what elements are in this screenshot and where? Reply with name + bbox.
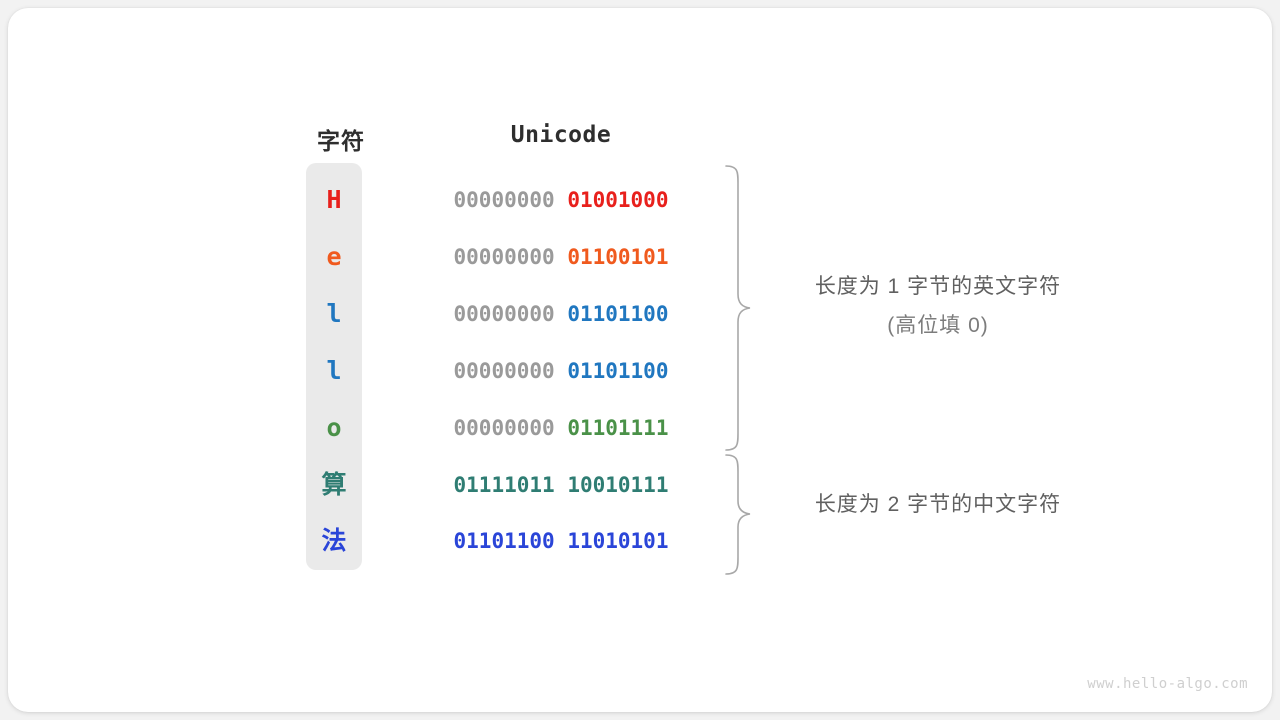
row-low-byte: 01001000 (567, 188, 669, 212)
annotation-one-byte-sub: (高位填 0) (887, 314, 989, 337)
row-unicode-bits: 01111011010010111 (432, 465, 690, 505)
annotation-one-byte: 长度为 1 字节的英文字符 (高位填 0) (768, 270, 1108, 339)
row-character: l (326, 355, 342, 385)
character-row: l00000000001101100 (306, 351, 726, 391)
character-row: e00000000001100101 (306, 237, 726, 277)
row-character: H (326, 185, 342, 214)
byte-separator: 0 (555, 529, 568, 553)
row-unicode-bits: 00000000001001000 (432, 180, 690, 220)
row-character: 算 (321, 470, 347, 499)
character-row: H00000000001001000 (306, 180, 726, 220)
brace-one-byte-icon (725, 165, 751, 451)
annotation-one-byte-main: 长度为 1 字节的英文字符 (814, 275, 1062, 298)
row-high-byte: 01101100 (453, 529, 555, 554)
character-row: 算 01111011010010111 (306, 465, 726, 505)
row-low-byte: 01101100 (567, 358, 669, 383)
diagram-stage: 字符 Unicode H00000000001001000e0000000000… (8, 8, 1272, 712)
annotation-two-byte: 长度为 2 字节的中文字符 (768, 488, 1108, 518)
row-high-byte: 00000000 (453, 188, 555, 212)
row-unicode-bits: 00000000001101100 (432, 294, 690, 334)
row-character: l (326, 298, 342, 328)
row-low-byte: 01101100 (567, 301, 669, 326)
annotation-two-byte-main: 长度为 2 字节的中文字符 (814, 493, 1062, 516)
column-header-unicode: Unicode (510, 122, 612, 148)
row-high-byte: 00000000 (453, 301, 555, 326)
row-unicode-bits: 00000000001100101 (432, 237, 690, 277)
byte-separator: 0 (555, 473, 568, 497)
byte-separator: 0 (555, 302, 568, 326)
row-low-byte: 01101111 (567, 415, 669, 440)
row-character: e (326, 241, 342, 271)
character-column-panel (306, 163, 362, 570)
row-high-byte: 00000000 (453, 358, 555, 383)
row-low-byte: 10010111 (567, 472, 669, 497)
character-row: l00000000001101100 (306, 294, 726, 334)
column-header-character: 字符 (317, 128, 365, 154)
row-unicode-bits: 01101100011010101 (432, 521, 690, 561)
row-character: o (326, 412, 342, 442)
row-unicode-bits: 00000000001101100 (432, 351, 690, 391)
byte-separator: 0 (555, 188, 568, 212)
row-high-byte: 00000000 (453, 415, 555, 440)
row-unicode-bits: 00000000001101111 (432, 408, 690, 448)
watermark-url: www.hello-algo.com (1087, 676, 1248, 692)
byte-separator: 0 (555, 416, 568, 440)
figure-card: 字符 Unicode H00000000001001000e0000000000… (8, 8, 1272, 712)
row-low-byte: 01100101 (567, 244, 669, 269)
row-low-byte: 11010101 (567, 529, 669, 554)
brace-two-byte-icon (725, 454, 751, 575)
byte-separator: 0 (555, 359, 568, 383)
row-character: 法 (321, 527, 347, 556)
character-row: o00000000001101111 (306, 408, 726, 448)
byte-separator: 0 (555, 245, 568, 269)
character-row: 法 01101100011010101 (306, 521, 726, 561)
row-high-byte: 01111011 (453, 472, 555, 497)
row-high-byte: 00000000 (453, 244, 555, 269)
